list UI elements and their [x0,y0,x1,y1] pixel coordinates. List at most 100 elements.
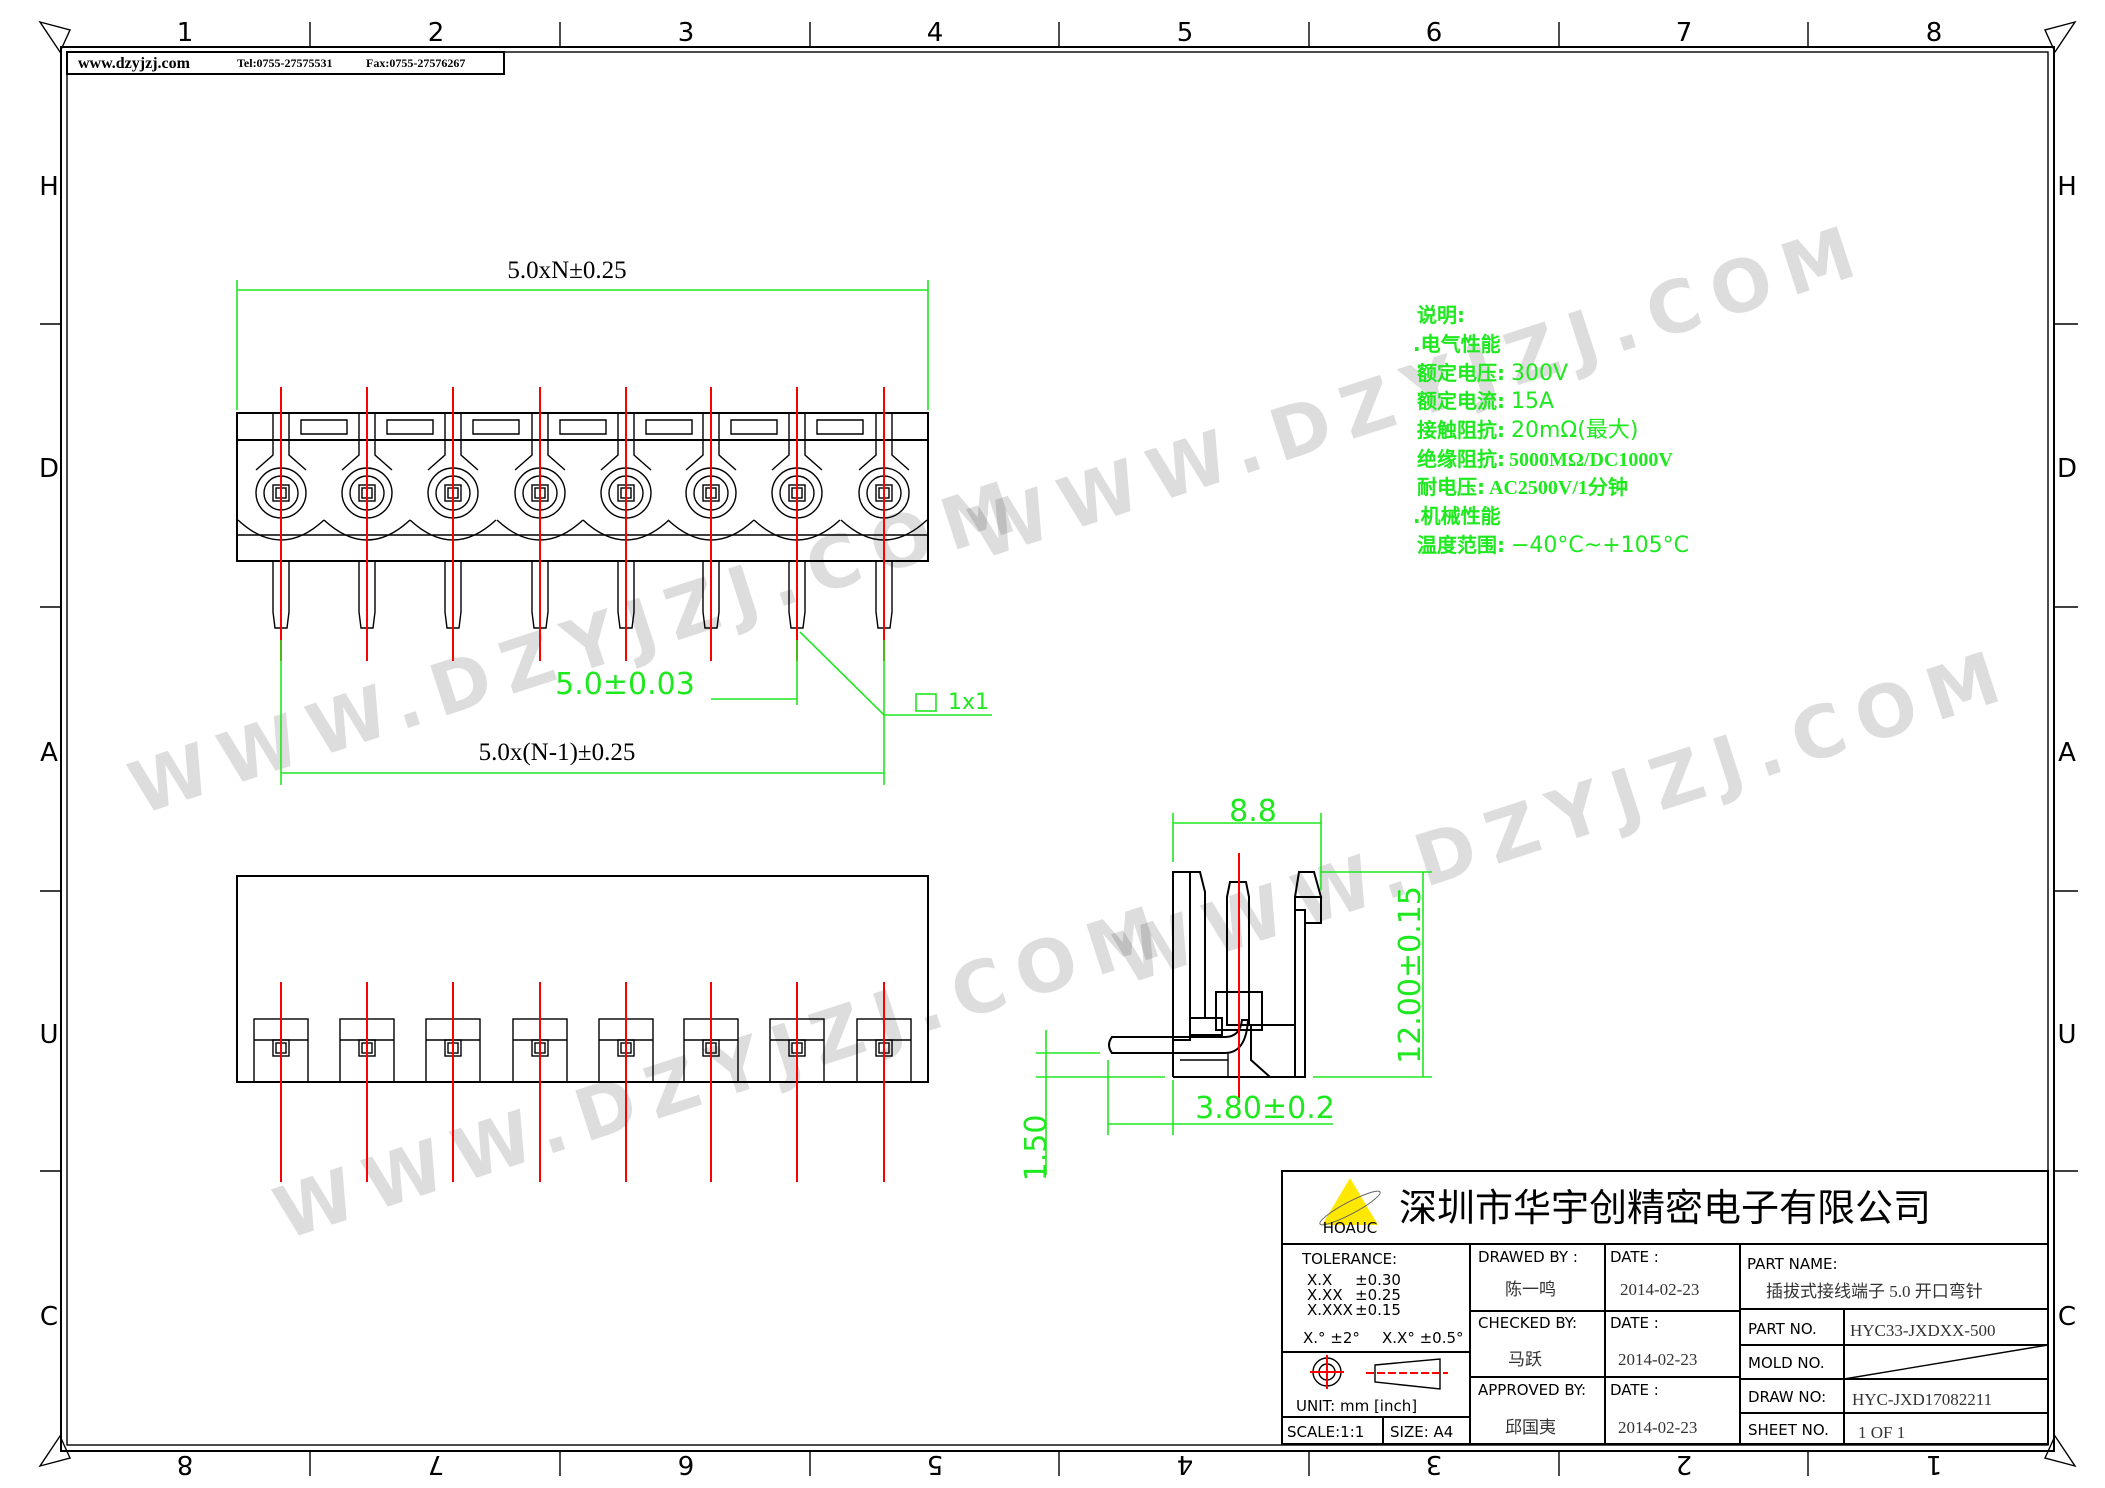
frame-row-letter: D [39,454,59,484]
specifications: 说明: .电气性能 额定电压:300V 额定电流:15A 接触阻抗:20mΩ(最… [1413,303,1689,558]
draw-no: HYC-JXD17082211 [1852,1390,1992,1409]
projection-symbol-icon [1310,1355,1448,1390]
contact-header: www.dzyjzj.com Tel:0755-27575531 Fax:075… [66,51,505,75]
mold-no-label: MOLD NO. [1748,1354,1825,1372]
terminal-opening [856,982,912,1182]
frame-row-letter: D [2057,454,2077,484]
pitch-dimension: 5.0±0.03 [555,667,695,702]
overall-width-dimension: 5.0xN±0.25 [507,257,626,284]
terminal-opening [769,982,825,1182]
checked-by: 马跃 [1508,1350,1542,1369]
orientation-arrow-icon [38,1434,71,1468]
spec-label: 额定电压: [1417,361,1505,385]
date-approved: 2014-02-23 [1618,1418,1697,1437]
svg-text:接触阻抗:20mΩ(最大): 接触阻抗:20mΩ(最大) [1417,418,1638,443]
approved-by-label: APPROVED BY: [1478,1381,1586,1399]
spec-electrical-heading: .电气性能 [1413,332,1501,356]
terminal-position [496,387,607,661]
draw-no-label: DRAW NO: [1748,1388,1826,1406]
date-label: DATE : [1610,1248,1659,1266]
pin-section-dimension: 1x1 [948,690,989,715]
company-logo: HOAUC [1319,1178,1381,1237]
terminal-opening [253,982,309,1182]
frame-column-number: 5 [1177,18,1194,48]
frame-column-number: 8 [177,1449,194,1479]
spec-value: AC2500V/1分钟 [1489,475,1628,499]
tel-text: Tel:0755-27575531 [237,56,333,70]
part-no-label: PART NO. [1748,1320,1817,1338]
frame-column-number: 6 [678,1449,695,1479]
terminal-position [237,387,348,661]
terminal-position [753,387,864,661]
frame-column-number: 4 [927,18,944,48]
angle-tolerance: X.° ±2° [1303,1329,1360,1347]
watermark: WWW.DZYJZJ.COM [264,886,1183,1256]
pin-height-dimension: 1.50 [1019,1115,1054,1182]
checked-by-label: CHECKED BY: [1478,1314,1577,1332]
frame-column-number: 7 [428,1449,445,1479]
front-view [236,387,929,661]
frame-column-number: 7 [1676,18,1693,48]
frame-row-letter: U [2057,1020,2076,1050]
terminal-opening [425,982,481,1182]
pin-offset-dimension: 3.80±0.2 [1195,1091,1335,1126]
tolerance-key: X.XXX [1307,1301,1353,1319]
logo-text: HOAUC [1323,1219,1378,1237]
date-label: DATE : [1610,1381,1659,1399]
frame-column-number: 2 [1676,1449,1693,1479]
part-name: 插拔式接线端子 5.0 开口弯针 [1766,1282,1983,1301]
watermark: WWW.DZYJZJ.COM [119,461,1038,831]
watermarks: WWW.DZYJZJ.COM WWW.DZYJZJ.COM WWW.DZYJZJ… [119,206,2023,1256]
terminal-position [323,387,434,661]
svg-text:额定电压:300V: 额定电压:300V [1417,361,1568,386]
orientation-arrow-icon [2044,20,2077,54]
unit-text: UNIT: mm [inch] [1296,1397,1417,1415]
terminal-opening [683,982,739,1182]
fax-text: Fax:0755-27576267 [366,56,465,70]
tolerance-label: TOLERANCE: [1301,1250,1397,1268]
terminal-position [667,387,778,661]
spec-value: −40°C~+105°C [1511,533,1689,558]
spec-label: 耐电压: [1417,475,1485,499]
svg-text:额定电流:15A: 额定电流:15A [1417,389,1554,414]
frame-row-letter: H [2057,172,2077,202]
frame-column-number: 8 [1926,18,1943,48]
tolerance-value: ±0.30 [1355,1271,1401,1289]
frame-row-letter: C [40,1302,58,1332]
svg-text:温度范围:−40°C~+105°C: 温度范围:−40°C~+105°C [1417,533,1689,558]
frame-row-letter: A [40,738,58,768]
spec-value: 15A [1511,389,1554,414]
spec-label: 接触阻抗: [1417,418,1505,442]
frame-row-letter: C [2058,1302,2076,1332]
frame-column-number: 5 [927,1449,944,1479]
top-view [236,875,929,1182]
frame-column-number: 1 [177,18,194,48]
sheet-no-label: SHEET NO. [1748,1421,1829,1439]
frame-row-letter: U [39,1020,58,1050]
terminal-position [409,387,520,661]
frame-column-number: 1 [1926,1449,1943,1479]
title-block: HOAUC 深圳市华宇创精密电子有限公司 TOLERANCE: X.X ±0.3… [1281,1170,2049,1445]
frame-row-letter: H [39,172,59,202]
approved-by: 邱国夷 [1505,1418,1556,1437]
side-view [1108,853,1323,1098]
company-name: 深圳市华宇创精密电子有限公司 [1399,1186,1931,1230]
tolerance-value: ±0.15 [1355,1301,1401,1319]
frame-column-number: 4 [1177,1449,1194,1479]
drawed-by: 陈一鸣 [1505,1280,1556,1299]
spec-title: 说明: [1417,303,1465,327]
frame-column-number: 2 [428,18,445,48]
front-view-dimensions: 5.0xN±0.25 5.0±0.03 1x1 5.0x(N-1)±0.25 [236,257,992,785]
frame-column-number: 3 [1426,1449,1443,1479]
drawed-by-label: DRAWED BY : [1478,1248,1578,1266]
terminal-position [840,387,928,661]
part-name-label: PART NAME: [1747,1255,1838,1273]
svg-text:绝缘阻抗:5000MΩ/DC1000V: 绝缘阻抗:5000MΩ/DC1000V [1417,447,1673,471]
tolerance-value: ±0.25 [1355,1286,1401,1304]
terminal-position [582,387,693,661]
spec-value: 5000MΩ/DC1000V [1509,449,1673,471]
part-no: HYC33-JXDXX-500 [1850,1321,1995,1340]
spec-value: 20mΩ(最大) [1511,418,1638,443]
